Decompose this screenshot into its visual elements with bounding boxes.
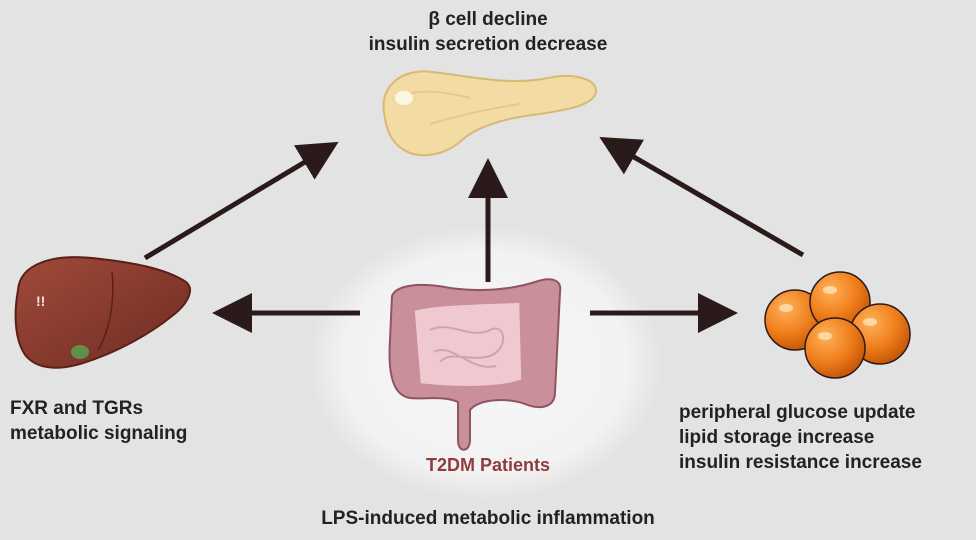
liver-label-line-1: FXR and TGRs	[10, 398, 144, 419]
fat-cells-icon	[764, 271, 911, 379]
fat-cell	[804, 317, 866, 379]
arrow-fat-to-pancreas	[599, 136, 805, 258]
adipose-label: peripheral glucose update lipid storage …	[679, 400, 922, 475]
pancreas-icon	[382, 70, 598, 157]
liver-icon: !!	[14, 256, 191, 369]
adipose-label-line-1: peripheral glucose update	[679, 402, 916, 423]
adipose-label-line-3: insulin resistance increase	[679, 452, 922, 473]
arrow-liver-to-pancreas	[143, 141, 339, 261]
pancreas-label-line-2: insulin secretion decrease	[368, 34, 608, 55]
intestine-icon	[388, 278, 562, 451]
pancreas-label: β cell decline insulin secretion decreas…	[298, 7, 678, 57]
arrows	[143, 136, 805, 333]
svg-text:!!: !!	[36, 293, 45, 309]
pancreas-label-line-1: β cell decline	[428, 9, 548, 30]
inflammation-label: LPS-induced metabolic inflammation	[321, 508, 655, 529]
liver-label-line-2: metabolic signaling	[10, 423, 188, 444]
liver-label: FXR and TGRs metabolic signaling	[10, 396, 187, 446]
t2dm-label: T2DM Patients	[425, 455, 551, 475]
adipose-label-line-2: lipid storage increase	[679, 427, 875, 448]
